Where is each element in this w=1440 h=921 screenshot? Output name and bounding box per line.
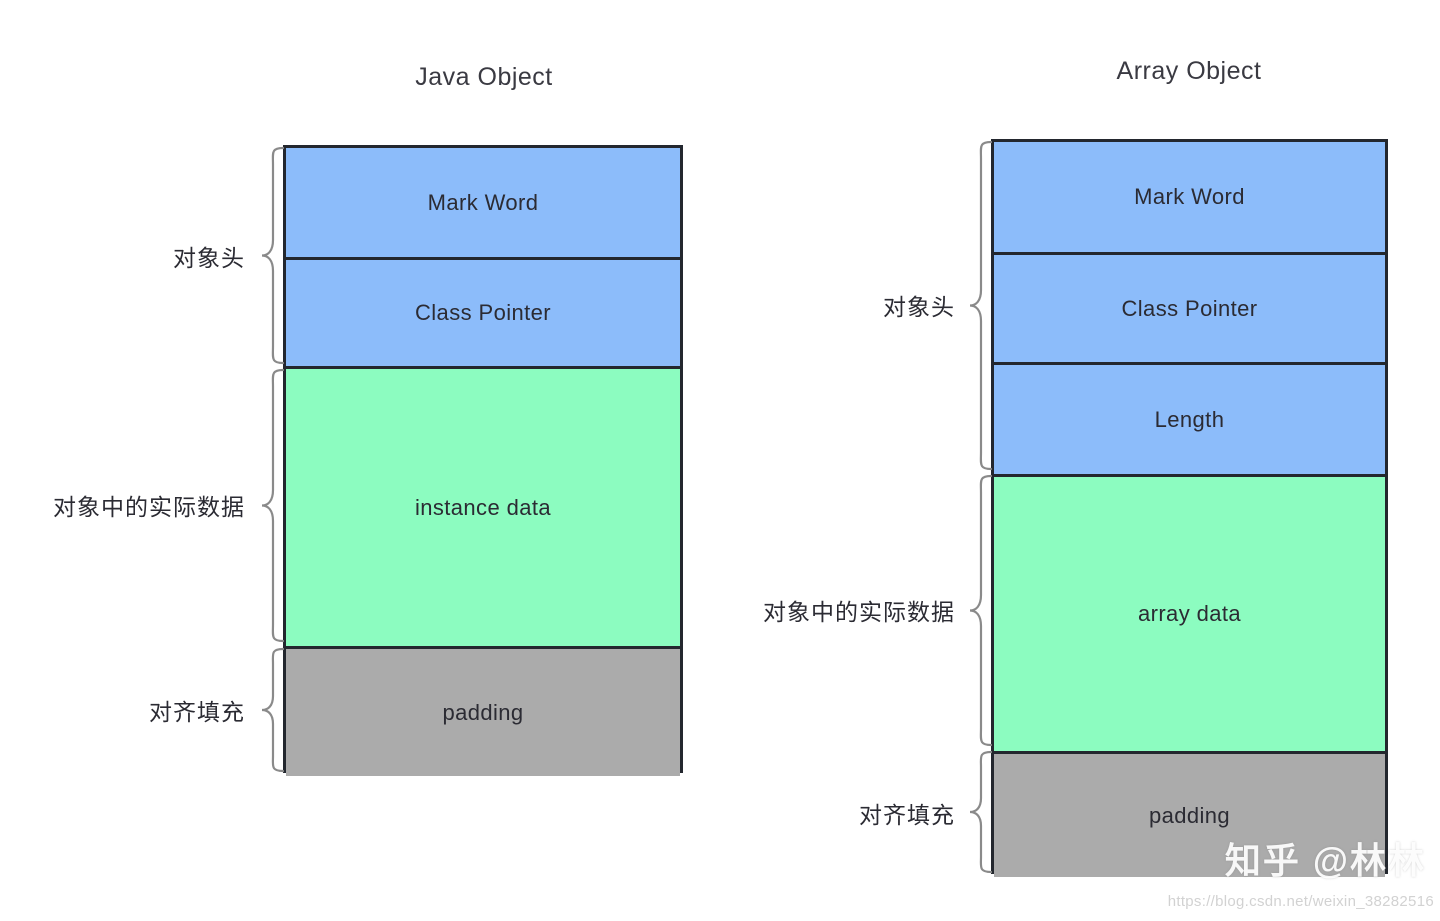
curly-brace-icon [261, 368, 285, 643]
zhihu-watermark: 知乎 @林林 [1224, 840, 1426, 881]
java-segment-class-pointer: Class Pointer [286, 257, 680, 366]
java-segment-mark-word: Mark Word [286, 148, 680, 257]
java-object-title: Java Object [415, 63, 553, 91]
array-brace-label-object-header: 对象头 [883, 294, 955, 320]
array-segment-mark-word: Mark Word [994, 142, 1385, 252]
array-segment-padding: padding [994, 751, 1385, 877]
array-object-memory-stack: Mark Word Class Pointer Length array dat… [991, 139, 1388, 877]
curly-brace-icon [261, 146, 285, 365]
array-segment-length: Length [994, 362, 1385, 474]
java-brace-label-object-header: 对象头 [173, 245, 245, 271]
java-object-memory-stack: Mark Word Class Pointer instance data pa… [283, 145, 683, 776]
array-brace-label-array-data: 对象中的实际数据 [763, 599, 955, 625]
source-url-watermark: https://blog.csdn.net/weixin_38282516 [1167, 893, 1434, 910]
curly-brace-icon [969, 474, 993, 747]
curly-brace-icon [261, 647, 285, 773]
curly-brace-icon [969, 140, 993, 471]
java-brace-label-padding: 对齐填充 [149, 699, 245, 725]
curly-brace-icon [969, 750, 993, 874]
java-segment-instance-data: instance data [286, 366, 680, 646]
array-segment-class-pointer: Class Pointer [994, 252, 1385, 362]
java-brace-label-instance-data: 对象中的实际数据 [53, 494, 245, 520]
array-brace-label-padding: 对齐填充 [859, 802, 955, 828]
array-object-title: Array Object [1116, 57, 1262, 85]
java-segment-padding: padding [286, 646, 680, 776]
array-segment-array-data: array data [994, 474, 1385, 751]
